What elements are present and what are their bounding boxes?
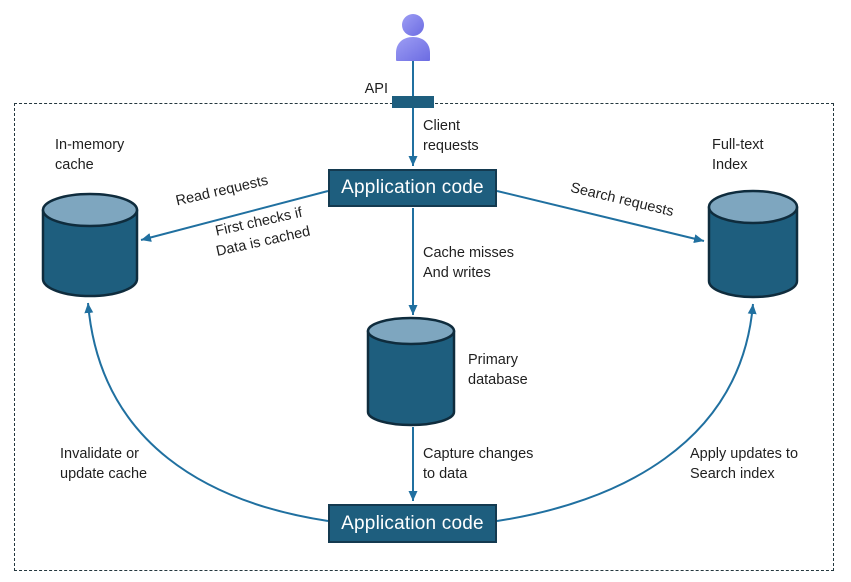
index-node-label: Full-text Index <box>712 137 764 173</box>
invalidate-cache-label: Invalidate or update cache <box>60 446 148 482</box>
cache-cylinder <box>41 192 139 298</box>
edge-invalidate-cache <box>84 302 329 522</box>
edge-apply-updates <box>496 303 757 522</box>
app-code-bottom-label: Application code <box>341 512 484 534</box>
index-cylinder <box>707 189 799 299</box>
cache-node-label: In-memory cache <box>55 137 125 173</box>
app-code-top-label: Application code <box>341 177 484 198</box>
edge-search-requests <box>496 190 705 244</box>
app-code-bottom-node: Application code <box>328 504 497 543</box>
apply-updates-label: Apply updates to Search index <box>690 446 799 482</box>
client-requests-label: Client requests <box>423 118 479 154</box>
person-icon <box>396 14 430 61</box>
database-node-label: Primary database <box>468 352 528 388</box>
app-code-top-node: Application code <box>328 169 497 207</box>
cache-misses-label: Cache misses And writes <box>423 245 515 281</box>
capture-changes-label: Capture changes to data <box>423 446 534 482</box>
api-label: API <box>364 81 388 97</box>
database-cylinder <box>366 316 456 427</box>
api-boundary-bar <box>392 96 434 108</box>
edge-read-requests <box>140 190 329 242</box>
